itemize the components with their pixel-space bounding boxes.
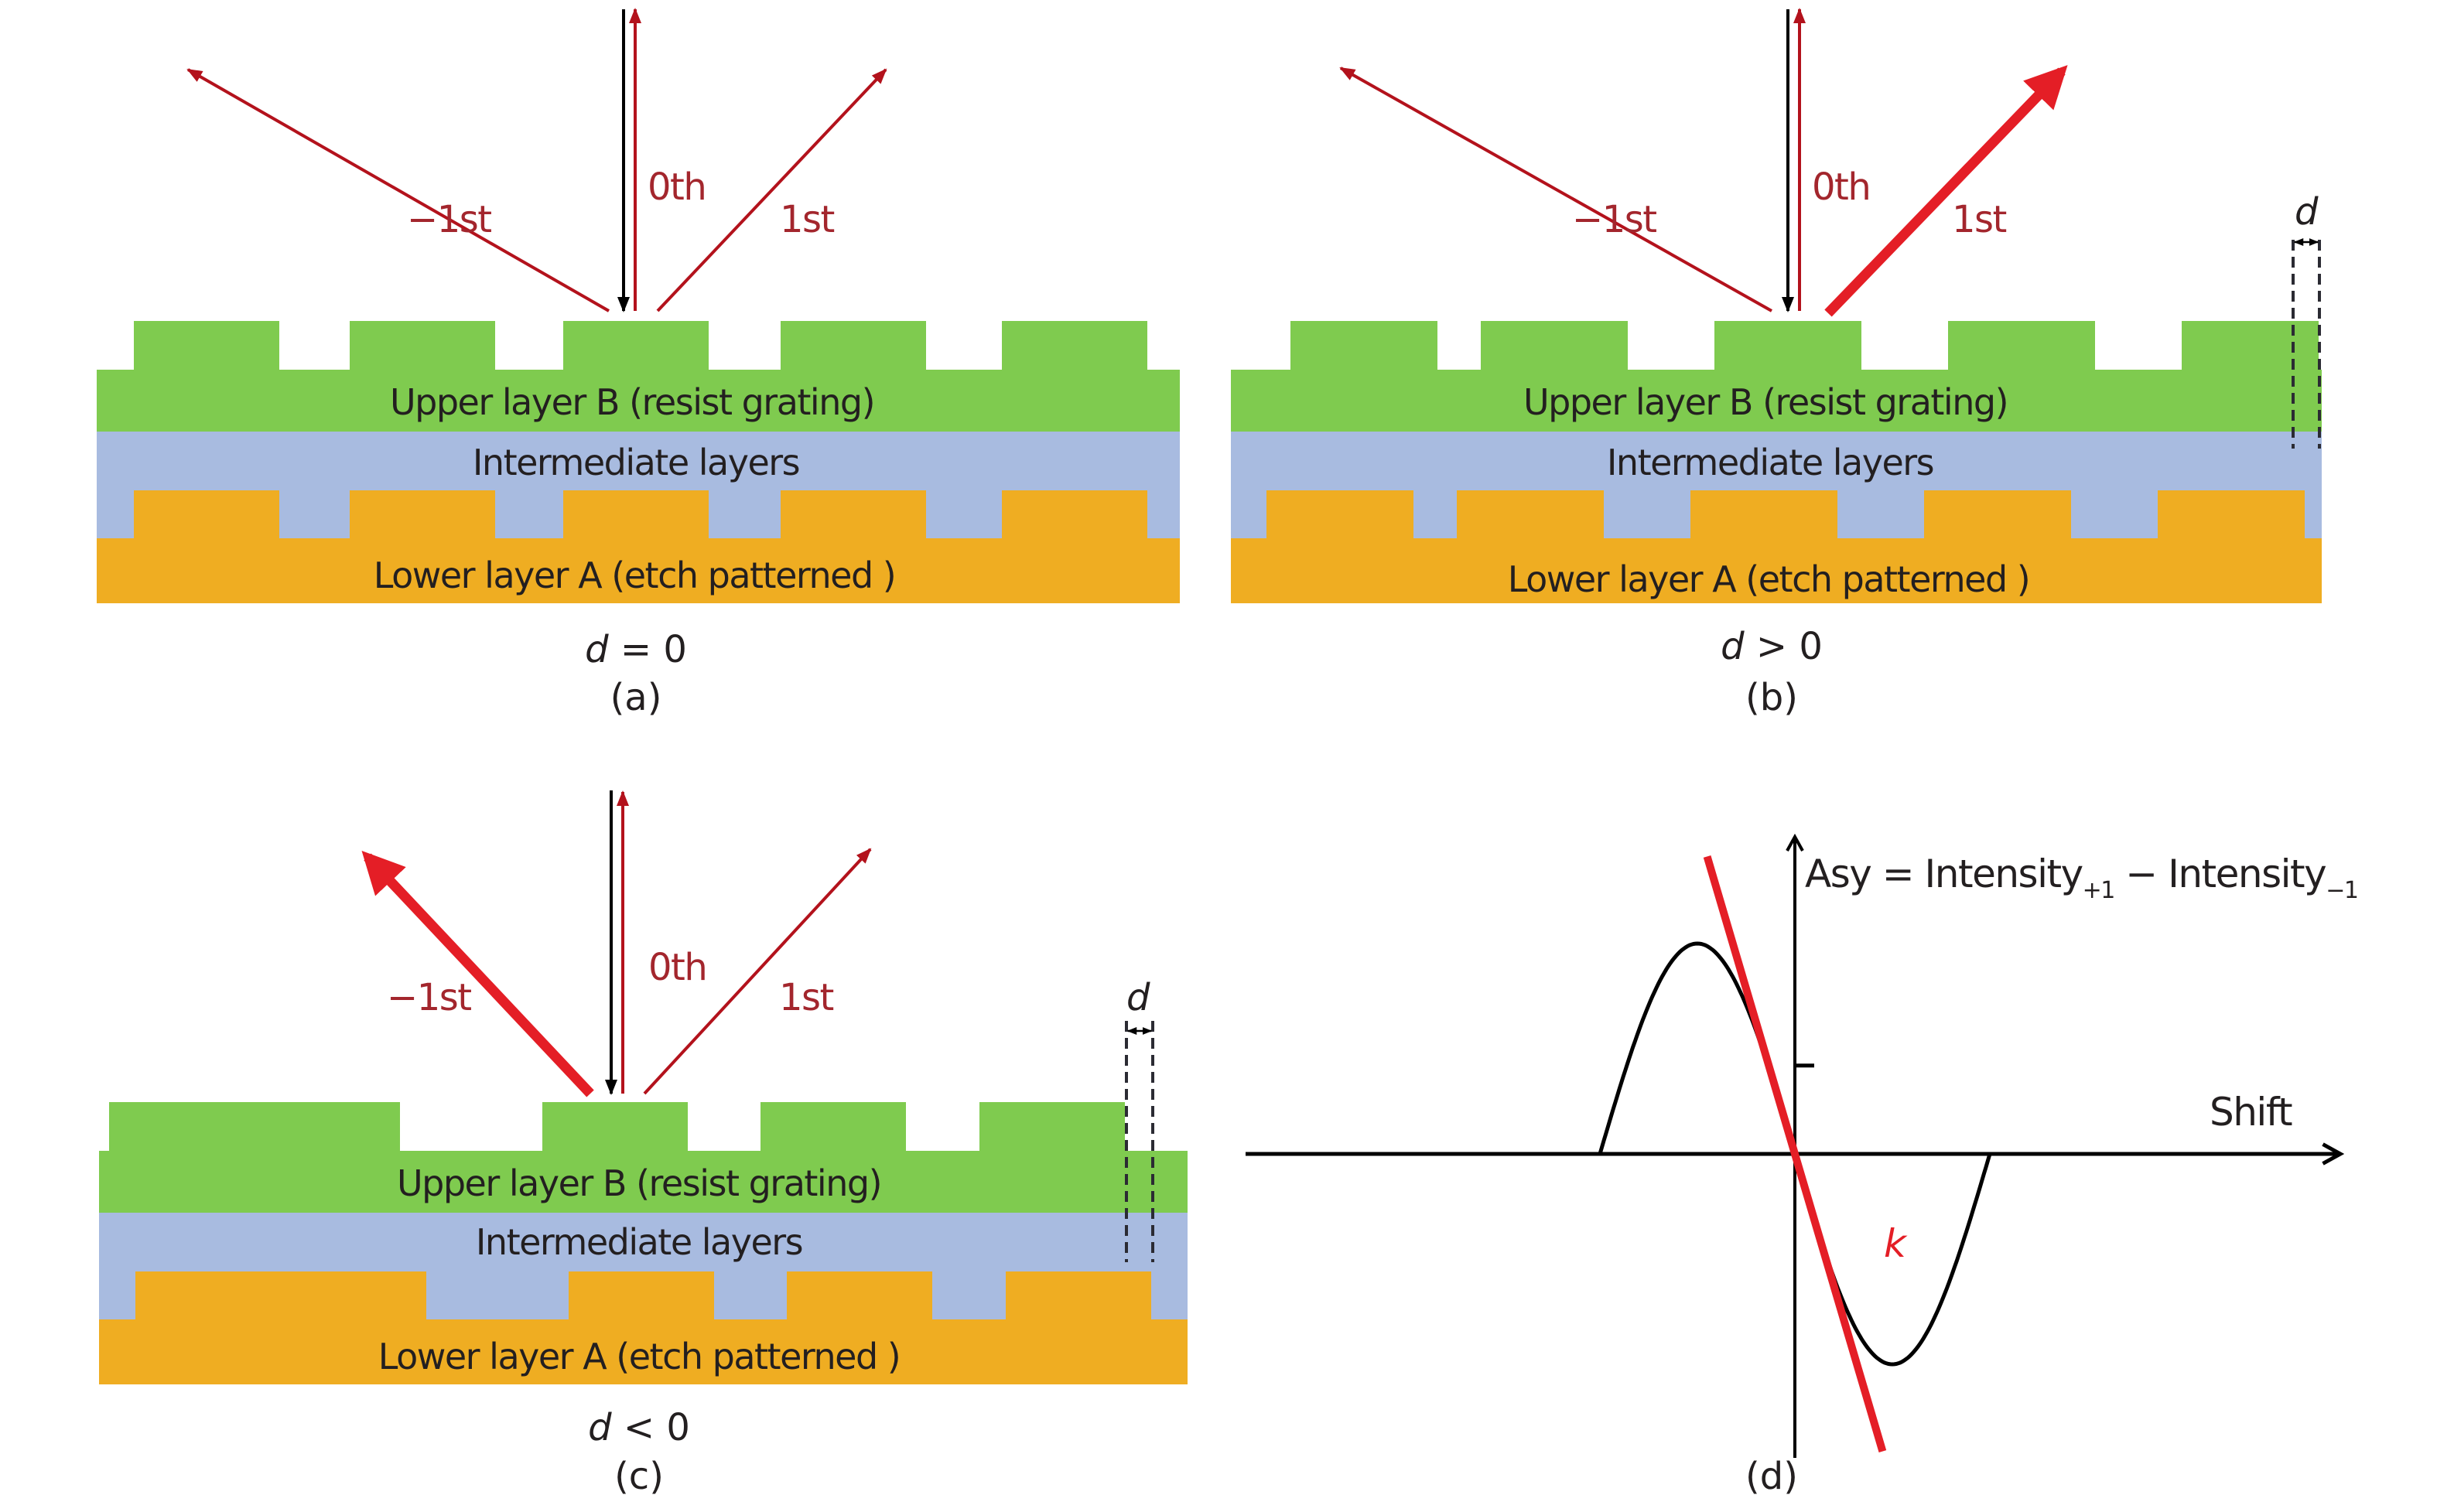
minus-first-order-label: −1st (1572, 198, 1656, 241)
grating-tooth (760, 1102, 906, 1152)
upper-layer-label: Upper layer B (resist grating) (397, 1162, 881, 1204)
layer-stack (1231, 321, 2322, 603)
lower-layer-base (97, 538, 1180, 603)
lower-grating-tooth (787, 1271, 932, 1320)
lower-layer-label: Lower layer A (etch patterned ) (374, 555, 895, 596)
upper-layer-base (1231, 370, 2322, 432)
lower-grating-tooth (563, 490, 709, 539)
lower-grating-tooth (1924, 490, 2071, 539)
lower-grating-tooth (134, 490, 279, 539)
panel-d: k Asy = Intensity+1 − Intensity−1 Shift … (1246, 837, 2359, 1498)
grating-tooth (134, 321, 279, 370)
layer-stack (99, 1102, 1188, 1384)
layer-stack (97, 321, 1180, 603)
plus-first-order-arrow (656, 68, 887, 312)
lower-grating-tooth (1006, 1271, 1151, 1320)
grating-tooth (1948, 321, 2095, 370)
grating-tooth (1002, 321, 1147, 370)
intermediate-layer-label: Intermediate layers (476, 1221, 802, 1263)
lower-layer-label: Lower layer A (etch patterned ) (1508, 558, 2029, 600)
plus-first-order-label: 1st (779, 976, 834, 1019)
upper-layer-base (97, 370, 1180, 432)
panel-a: Upper layer B (resist grating) Intermedi… (97, 8, 1180, 719)
grating-tooth (2182, 321, 2319, 370)
minus-first-order-arrow (186, 68, 610, 312)
lower-grating-tooth (135, 1271, 281, 1320)
minus-first-order-label: −1st (407, 198, 491, 241)
d-label: d (2295, 190, 2319, 234)
y-axis-label: Asy = Intensity+1 − Intensity−1 (1805, 852, 2357, 904)
d-label: d (1126, 976, 1150, 1019)
x-axis-label: Shift (2210, 1090, 2292, 1135)
offset-d-marker: d (2292, 190, 2321, 449)
lower-grating-tooth (350, 490, 495, 539)
plus-first-order-label: 1st (1952, 198, 2007, 241)
lower-grating-tooth (1690, 490, 1837, 539)
lower-layer-base (1231, 538, 2322, 603)
lower-grating-tooth (2158, 490, 2305, 539)
upper-layer-label: Upper layer B (resist grating) (390, 381, 874, 423)
intermediate-layer-label: Intermediate layers (473, 442, 799, 483)
panel-caption: (b) (1745, 676, 1798, 719)
lower-grating-tooth (569, 1271, 714, 1320)
panel-caption: (a) (610, 676, 662, 719)
offset-d-marker: d (1125, 976, 1154, 1262)
intermediate-layer-label: Intermediate layers (1607, 442, 1933, 483)
grating-tooth (979, 1102, 1125, 1152)
lower-layer-base (99, 1319, 1188, 1384)
grating-tooth (781, 321, 926, 370)
minus-first-order-label: −1st (387, 976, 471, 1019)
lower-layer-label: Lower layer A (etch patterned ) (378, 1336, 900, 1377)
lower-grating-tooth (781, 490, 926, 539)
lower-grating-tooth (281, 1271, 426, 1320)
grating-tooth (109, 1102, 255, 1152)
plus-first-order-label: 1st (780, 198, 835, 241)
upper-layer-label: Upper layer B (resist grating) (1523, 381, 2008, 423)
lower-grating-tooth (1457, 490, 1604, 539)
grating-tooth (563, 321, 709, 370)
grating-tooth (1481, 321, 1628, 370)
condition-label: d < 0 (588, 1406, 690, 1449)
minus-first-order-arrow (1339, 67, 1772, 312)
zero-order-label: 0th (648, 946, 706, 989)
grating-tooth (255, 1102, 400, 1152)
zero-order-label: 0th (648, 166, 706, 209)
panel-c: Upper layer B (resist grating) Intermedi… (99, 790, 1188, 1498)
zero-order-label: 0th (1812, 166, 1870, 209)
minus-first-order-arrow-strong (361, 851, 594, 1097)
plus-first-order-arrow-strong (1824, 65, 2068, 317)
slope-k-label: k (1884, 1221, 1908, 1266)
grating-tooth (350, 321, 495, 370)
grating-tooth (1290, 321, 1437, 370)
panel-caption: (c) (614, 1455, 664, 1498)
panel-caption: (d) (1745, 1455, 1798, 1498)
plus-first-order-arrow (643, 848, 872, 1095)
slope-tangent-line (1703, 855, 1887, 1452)
grating-tooth (542, 1102, 688, 1152)
condition-label: d > 0 (1721, 625, 1823, 668)
grating-tooth (1714, 321, 1861, 370)
lower-grating-tooth (1266, 490, 1413, 539)
condition-label: d = 0 (585, 628, 687, 671)
lower-grating-tooth (1002, 490, 1147, 539)
panel-b: Upper layer B (resist grating) Intermedi… (1231, 8, 2322, 719)
upper-layer-base (99, 1151, 1188, 1213)
